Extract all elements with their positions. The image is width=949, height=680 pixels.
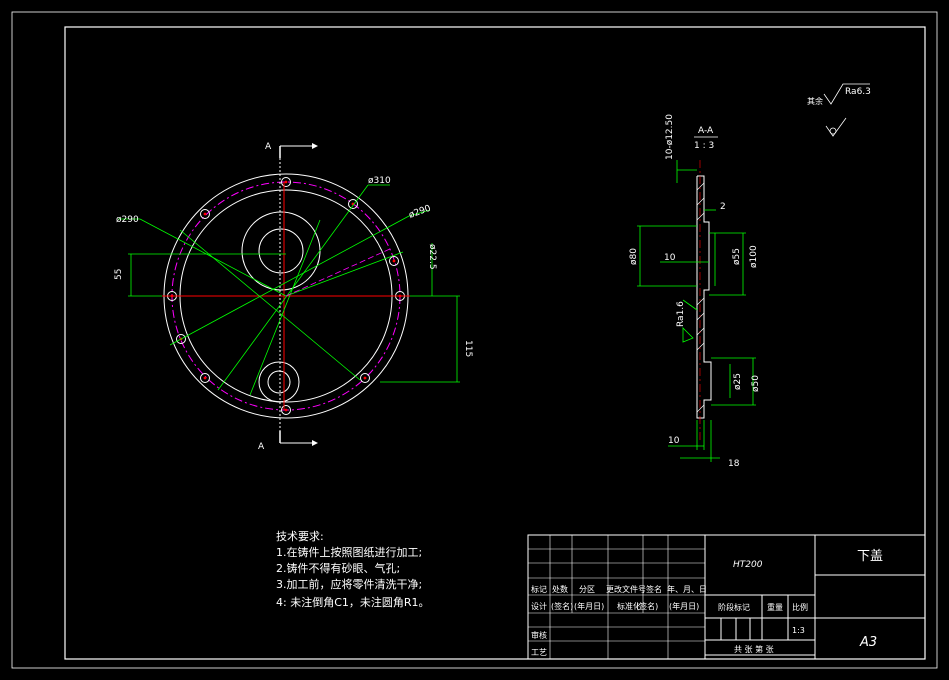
tb-date: 年、月、日 [667,584,707,594]
surface-label: 其余 [807,96,823,106]
dim-d310: ø310 [368,176,391,186]
dim-d100: ø100 [749,245,759,268]
bolt-holes [167,177,405,415]
title-block-grid [528,535,705,659]
inner-border [64,26,926,660]
tb-standard: 标准化 [617,601,641,611]
roughness-local: Ra1.6 [676,301,686,327]
section-arrow-top [279,143,318,158]
dim-10-mid: 10 [664,253,676,263]
tb-sheets: 共 张 第 张 [734,644,774,654]
dim-18: 18 [728,459,740,469]
dim-115: 115 [463,340,473,357]
section-view: A-A 1 : 3 [629,114,761,469]
roughness-symbol [825,117,847,137]
hidden-diagonal [285,247,393,297]
tech-item: 2.铸件不得有砂眼、气孔; [276,561,400,575]
title-block-text: 标记 处数 分区 更改文件号 签名 年、月、日 设计 (签名) (年月日) 标准… [531,549,883,657]
dim-d80: ø80 [629,248,639,265]
section-title: A-A [698,126,714,136]
dimension-leaders [118,184,460,396]
tb-count: 处数 [552,584,568,594]
outer-border [11,11,938,669]
front-view: A A ø310 ø290 ø290 ø22.5 55 115 [114,142,473,452]
tb-material: HT200 [733,560,763,570]
lower-boss-outer [258,361,300,403]
tb-standard-sign: (签名) [636,601,658,611]
dim-d290-right: ø290 [408,204,433,221]
tb-design-sign: (签名) [551,601,573,611]
tb-stage-label: 阶段标记 [718,602,750,612]
tb-ratio-label: 比例 [792,602,808,612]
surface-roughness-note: 其余 Ra6.3 [807,83,871,137]
lower-boss-inner [267,370,291,394]
dim-55: 55 [114,269,124,280]
tb-design: 设计 [531,601,547,611]
tb-sheet-size: A3 [859,635,877,650]
tech-title: 技术要求: [276,530,324,543]
title-block [527,534,926,660]
tb-scale: 1:3 [792,626,805,635]
dim-hole: ø22.5 [427,244,437,270]
dim-d290-left: ø290 [116,215,139,225]
tb-mark: 标记 [531,584,547,594]
dim-d50: ø50 [751,375,761,392]
upper-boss-outer [241,211,321,291]
tb-standard-date: (年月日) [669,601,699,611]
tech-requirements: 技术要求: 1.在铸件上按照图纸进行加工; 2.铸件不得有砂眼、气孔; 3.加工… [276,530,430,609]
dim-d25: ø25 [733,373,743,390]
dim-10-bottom: 10 [668,436,680,446]
tech-item: 1.在铸件上按照图纸进行加工; [276,545,422,559]
tb-zone: 分区 [579,585,595,594]
dim-holes: 10-ø12.50 [665,114,675,160]
tb-change: 更改文件号 [606,584,646,594]
section-arrow-bottom [279,431,318,446]
roughness-local-symbol [682,327,694,343]
tb-weight-label: 重量 [767,602,783,612]
tech-item: 4: 未注倒角C1，未注圆角R1。 [276,595,430,609]
surface-value: Ra6.3 [845,87,871,97]
tb-sign: 签名 [646,584,662,594]
section-profile [696,175,712,419]
section-label-top: A [265,142,272,152]
section-scale: 1 : 3 [694,141,714,151]
upper-boss-inner [258,228,304,274]
section-label-bottom: A [258,442,265,452]
dim-d55: ø55 [732,248,742,265]
section-hatch [696,182,705,413]
tb-review: 审核 [531,630,547,640]
tb-process: 工艺 [531,648,547,657]
dim-2: 2 [720,202,726,212]
tb-design-date: (年月日) [574,601,604,611]
tech-item: 3.加工前，应将零件清洗干净; [276,577,422,591]
tb-part-name: 下盖 [857,549,883,564]
section-dimensions [637,160,756,462]
